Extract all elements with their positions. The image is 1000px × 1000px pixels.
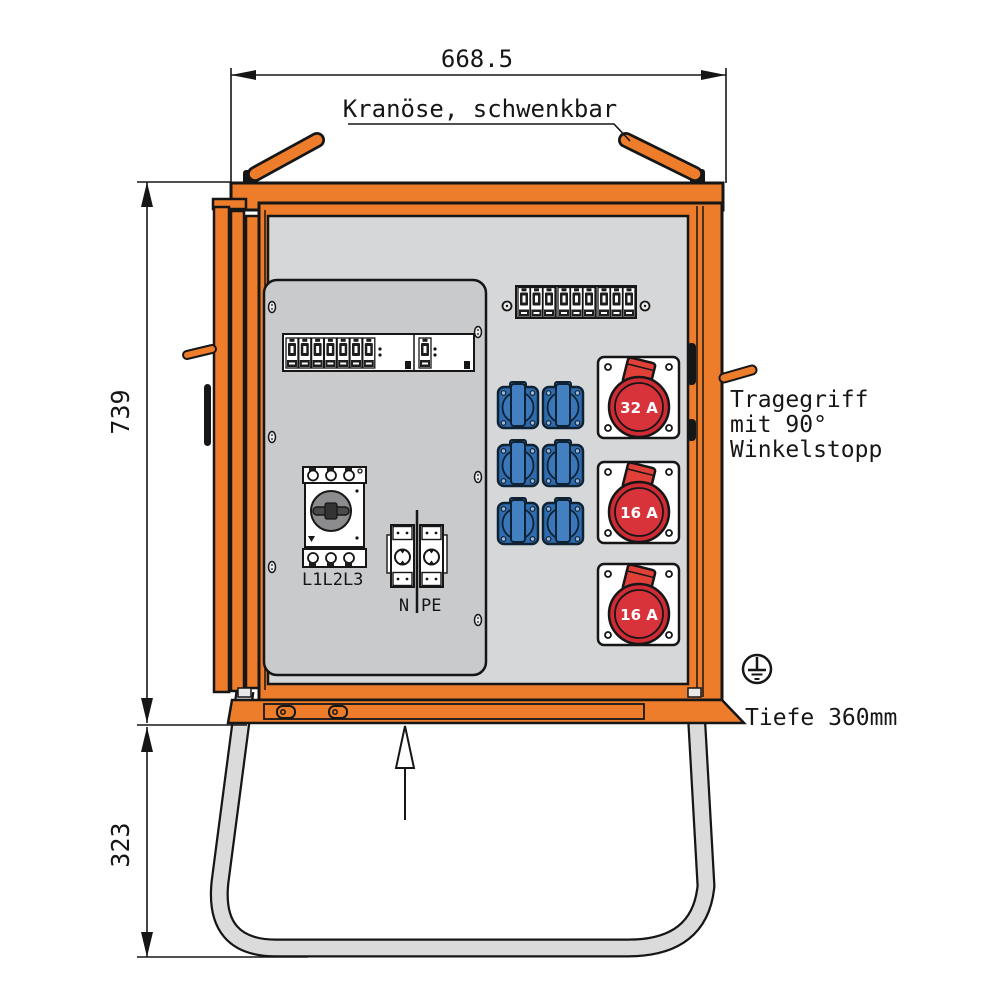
width-dimension-label: 668.5 <box>441 45 513 73</box>
crane-eye-left <box>243 132 325 186</box>
main-switch: L1L2L3 <box>302 466 367 590</box>
cabinet: L1L2L3 N PE 32 A 16 A 16 A <box>182 132 758 725</box>
carry-handle-label-line2: mit 90° <box>730 412 827 438</box>
stand-tube-outline <box>209 689 716 958</box>
n-label: N <box>399 596 409 616</box>
crane-eye-callout: Kranöse, schwenkbar <box>343 95 631 142</box>
cee-rating-16a-1: 16 A <box>620 504 658 522</box>
cee-rating-16a-2: 16 A <box>620 606 658 624</box>
open-door <box>182 197 261 694</box>
hinge-top <box>687 343 696 385</box>
stand-frame <box>209 689 716 958</box>
stand-height-dimension-label: 323 <box>106 822 135 867</box>
earth-symbol <box>741 653 773 685</box>
base-skirt <box>226 698 747 725</box>
cee-socket-16a-1 <box>596 460 681 545</box>
pe-terminal <box>419 524 444 588</box>
carry-handle-callout: Tragegriff mit 90° Winkelstopp <box>730 387 882 463</box>
cee-socket-16a-2 <box>596 562 681 647</box>
dimension-stand-height: 323 <box>106 727 308 958</box>
door-handle <box>182 344 217 360</box>
npe-terminals: N PE <box>386 510 448 616</box>
cee-rating-32a: 32 A <box>620 399 658 417</box>
dimension-height: 739 <box>106 181 247 726</box>
door-latch <box>204 384 211 446</box>
carry-handle <box>718 364 758 384</box>
cee-socket-32a <box>596 355 681 440</box>
dimension-width: 668.5 <box>230 45 727 183</box>
crane-eye-label: Kranöse, schwenkbar <box>343 95 618 123</box>
cable-gland-right <box>328 705 348 719</box>
crane-eye-leader-line <box>348 123 631 142</box>
height-dimension-label: 739 <box>106 389 135 434</box>
hinge-bottom <box>687 419 696 441</box>
n-terminal <box>390 524 415 588</box>
stand-tube <box>212 690 714 956</box>
leg-cap-left <box>237 687 252 698</box>
crane-eye-right <box>618 132 705 185</box>
depth-label: Tiefe 360mm <box>745 705 897 731</box>
carry-handle-label-line3: Winkelstopp <box>730 437 882 463</box>
carry-handle-label-line1: Tragegriff <box>730 387 868 413</box>
cable-entry-arrow <box>394 725 416 820</box>
cable-gland-left <box>276 705 296 719</box>
pe-label: PE <box>421 596 441 616</box>
breaker-row-top <box>501 285 651 319</box>
main-switch-label: L1L2L3 <box>302 570 363 590</box>
breaker-strip <box>282 333 475 372</box>
leg-cap-right <box>687 687 702 698</box>
